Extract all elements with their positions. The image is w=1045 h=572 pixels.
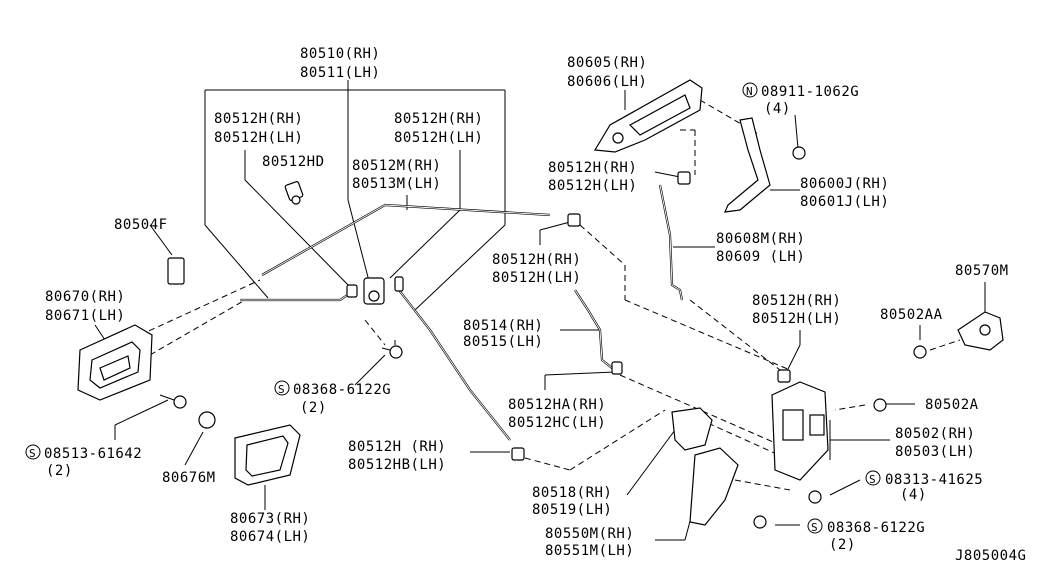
screws — [159, 146, 927, 529]
label-80512h-upper-rh: 80512H(RH) — [548, 160, 637, 176]
label-08313-qty: (4) — [900, 487, 927, 503]
label-80512h-mid-rh: 80512H(RH) — [492, 252, 581, 268]
label-08368-left-qty: (2) — [300, 400, 327, 416]
s-marker-icon — [807, 518, 823, 534]
label-80551m: 80551M(LH) — [545, 543, 634, 559]
label-80502aa: 80502AA — [880, 307, 943, 323]
label-80512h-right-lh: 80512H(LH) — [394, 130, 483, 146]
label-08911: 08911-1062G — [761, 84, 859, 100]
label-80513m: 80513M(LH) — [352, 176, 441, 192]
rod-80512m — [240, 203, 551, 441]
label-80515: 80515(LH) — [463, 334, 543, 350]
label-80512h-lower-rh: 80512H (RH) — [348, 439, 446, 455]
part-80570m — [957, 311, 1004, 351]
part-80600j — [724, 117, 771, 213]
label-80512h-right-low-rh: 80512H(RH) — [752, 293, 841, 309]
label-80605: 80605(RH) — [567, 55, 647, 71]
label-80550m: 80550M(RH) — [545, 526, 634, 542]
n-marker-text: N — [746, 85, 753, 98]
label-80510: 80510(RH) — [300, 46, 380, 62]
label-08368-lower-qty: (2) — [829, 537, 856, 553]
label-80608m: 80608M(RH) — [716, 231, 805, 247]
s-marker-icon — [865, 470, 881, 486]
label-80502: 80502(RH) — [895, 426, 975, 442]
label-08313: 08313-41625 — [885, 472, 983, 488]
label-80512ha: 80512HA(RH) — [508, 397, 606, 413]
part-80504f — [167, 257, 185, 285]
part-80502 — [771, 381, 829, 481]
label-80512m: 80512M(RH) — [352, 158, 441, 174]
label-80606: 80606(LH) — [567, 74, 647, 90]
label-08513-qty: (2) — [46, 463, 73, 479]
label-80671: 80671(LH) — [45, 308, 125, 324]
label-80512h-right-low-lh: 80512H(LH) — [752, 311, 841, 327]
label-80512h-upper-lh: 80512H(LH) — [548, 178, 637, 194]
label-08911-qty: (4) — [764, 101, 791, 117]
s-marker-text: S — [278, 383, 285, 396]
label-80512hd: 80512HD — [262, 154, 325, 170]
dashed-lines — [139, 99, 961, 491]
label-80519: 80519(LH) — [532, 502, 612, 518]
label-80512h-mid-lh: 80512H(LH) — [492, 270, 581, 286]
label-80512hb: 80512HB(LH) — [348, 457, 446, 473]
part-80550m — [671, 407, 739, 526]
s-marker-text: S — [811, 521, 818, 534]
rod-80514 — [574, 289, 613, 369]
s-marker-icon — [274, 380, 290, 396]
label-80518: 80518(RH) — [532, 485, 612, 501]
label-80512h-left-lh: 80512H(LH) — [214, 130, 303, 146]
label-08513: 08513-61642 — [44, 446, 142, 462]
label-80676m: 80676M — [162, 470, 216, 486]
label-80512hc: 80512HC(LH) — [508, 415, 606, 431]
label-80512h-right-rh: 80512H(RH) — [394, 111, 483, 127]
diagram-code: J805004G — [955, 548, 1026, 564]
label-80600j: 80600J(RH) — [800, 176, 889, 192]
part-80670 — [77, 324, 153, 401]
label-80609: 80609 (LH) — [716, 249, 805, 265]
label-08368-lower: 08368-6122G — [827, 520, 925, 536]
label-80570m: 80570M — [955, 263, 1009, 279]
label-80601j: 80601J(LH) — [800, 194, 889, 210]
part-labels: 80510(RH) 80511(LH) 80512H(RH) 80512H(LH… — [25, 46, 1026, 564]
label-80514: 80514(RH) — [463, 318, 543, 334]
label-80511: 80511(LH) — [300, 65, 380, 81]
s-marker-text: S — [869, 473, 876, 486]
rod-80608m — [658, 184, 684, 301]
label-80670: 80670(RH) — [45, 289, 125, 305]
label-80673: 80673(RH) — [230, 511, 310, 527]
label-80503: 80503(LH) — [895, 444, 975, 460]
label-80674: 80674(LH) — [230, 529, 310, 545]
s-marker-text: S — [29, 447, 36, 460]
label-80504f: 80504F — [114, 217, 168, 233]
part-80605 — [593, 79, 703, 153]
n-marker-icon — [742, 82, 758, 98]
part-80673 — [234, 424, 301, 486]
clips — [284, 171, 791, 461]
label-80502a: 80502A — [925, 397, 979, 413]
label-80512h-left-rh: 80512H(RH) — [214, 111, 303, 127]
label-08368-left: 08368-6122G — [293, 382, 391, 398]
s-marker-icon — [25, 444, 41, 460]
